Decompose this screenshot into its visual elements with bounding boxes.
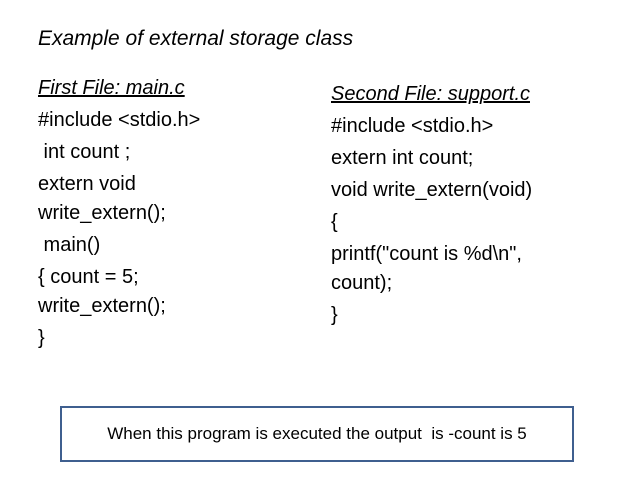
- second-file-column: Second File: support.c #include <stdio.h…: [331, 80, 601, 333]
- output-box: When this program is executed the output…: [60, 406, 574, 462]
- code-line: }: [38, 327, 45, 349]
- second-file-heading: Second File: support.c: [331, 83, 530, 105]
- code-line: #include <stdio.h>: [38, 109, 201, 131]
- code-line: extern int count;: [331, 147, 474, 169]
- first-file-column: First File: main.c #include <stdio.h> in…: [38, 74, 298, 356]
- output-text: When this program is executed the output…: [107, 424, 527, 443]
- code-line: int count ;: [38, 141, 131, 163]
- slide-title: Example of external storage class: [38, 27, 354, 50]
- first-file-heading: First File: main.c: [38, 77, 185, 99]
- code-line: printf("count is %d\n", count);: [331, 243, 522, 294]
- code-line: extern void write_extern();: [38, 173, 166, 224]
- code-line: { count = 5; write_extern();: [38, 266, 166, 317]
- code-line: void write_extern(void): [331, 179, 533, 201]
- code-line: }: [331, 304, 338, 326]
- code-line: {: [331, 211, 338, 233]
- code-line: main(): [38, 234, 101, 256]
- code-line: #include <stdio.h>: [331, 115, 494, 137]
